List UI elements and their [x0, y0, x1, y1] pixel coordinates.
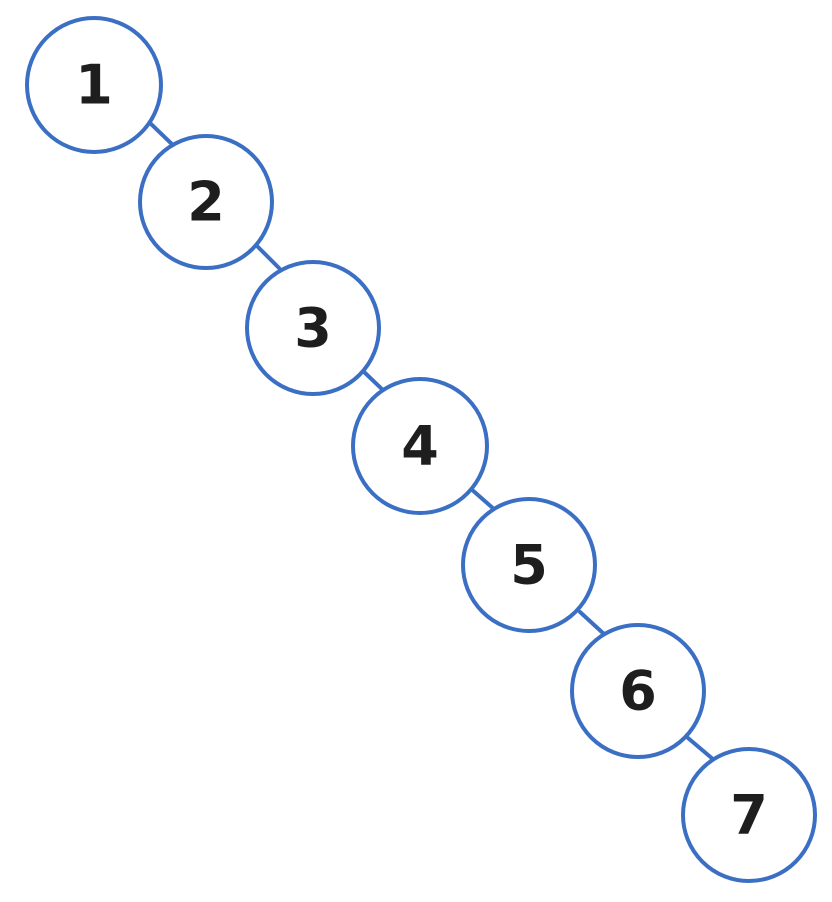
tree-node-7: 7	[681, 747, 817, 883]
node-circle	[25, 16, 163, 154]
edge-6-7	[686, 736, 716, 762]
tree-node-4: 4	[351, 377, 489, 515]
tree-node-1: 1	[25, 16, 163, 154]
node-circle	[461, 497, 597, 633]
tree-node-6: 6	[570, 623, 706, 759]
node-label: 1	[75, 54, 113, 117]
node-label: 7	[730, 784, 768, 847]
edge-4-5	[468, 486, 497, 512]
node-label: 5	[510, 534, 548, 597]
node-circle	[681, 747, 817, 883]
edge-5-6	[578, 610, 606, 636]
node-circle	[138, 134, 274, 270]
node-label: 2	[187, 171, 225, 234]
tree-node-3: 3	[245, 260, 381, 396]
node-label: 4	[401, 415, 439, 478]
node-circle	[351, 377, 489, 515]
edge-2-3	[254, 243, 281, 270]
node-label: 6	[619, 660, 657, 723]
tree-node-5: 5	[461, 497, 597, 633]
node-label: 3	[294, 297, 332, 360]
node-circle	[245, 260, 381, 396]
node-circle	[570, 623, 706, 759]
nodes-layer: 1 2 3 4 5 6 7	[25, 16, 817, 883]
tree-node-2: 2	[138, 134, 274, 270]
